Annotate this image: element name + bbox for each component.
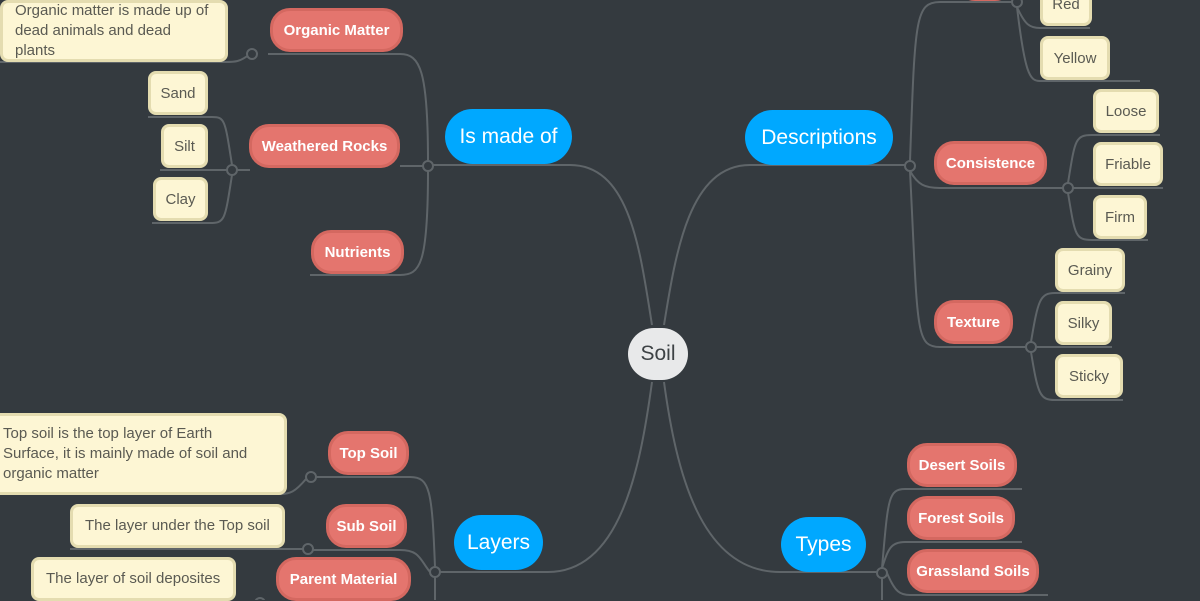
- topic-descriptions[interactable]: Descriptions: [745, 110, 893, 165]
- note-top-soil[interactable]: Top soil is the top layer of Earth Surfa…: [0, 413, 287, 495]
- leaf-firm[interactable]: Firm: [1093, 195, 1147, 239]
- subtopic-label: Weathered Rocks: [261, 137, 388, 155]
- subtopic-label: Texture: [946, 313, 1001, 331]
- leaf-label: Loose: [1105, 102, 1147, 120]
- topic-layers[interactable]: Layers: [454, 515, 543, 570]
- subtopic-label: Top Soil: [339, 444, 398, 462]
- leaf-sand[interactable]: Sand: [148, 71, 208, 115]
- leaf-silky[interactable]: Silky: [1055, 301, 1112, 345]
- leaf-label: Yellow: [1053, 49, 1097, 67]
- subtopic-label: Desert Soils: [918, 456, 1006, 474]
- leaf-grainy[interactable]: Grainy: [1055, 248, 1125, 292]
- note-text: Top soil is the top layer of Earth Surfa…: [3, 425, 248, 482]
- leaf-red[interactable]: Red: [1040, 0, 1092, 26]
- subtopic-texture[interactable]: Texture: [934, 300, 1013, 344]
- subtopic-color[interactable]: [955, 0, 1015, 1]
- note-text: The layer of soil deposites: [46, 570, 221, 587]
- leaf-sticky[interactable]: Sticky: [1055, 354, 1123, 398]
- leaf-label: Silt: [174, 137, 195, 155]
- leaf-label: Sticky: [1068, 367, 1109, 385]
- subtopic-label: Parent Material: [289, 570, 398, 588]
- subtopic-nutrients[interactable]: Nutrients: [311, 230, 404, 274]
- topic-label: Layers: [466, 530, 531, 554]
- note-text: The layer under the Top soil: [85, 517, 270, 534]
- leaf-label: Red: [1052, 0, 1080, 13]
- subtopic-desert-soils[interactable]: Desert Soils: [907, 443, 1017, 487]
- subtopic-label: Nutrients: [324, 243, 391, 261]
- subtopic-forest-soils[interactable]: Forest Soils: [907, 496, 1015, 540]
- topic-is-made-of[interactable]: Is made of: [445, 109, 572, 164]
- leaf-friable[interactable]: Friable: [1093, 142, 1163, 186]
- note-sub-soil[interactable]: The layer under the Top soil: [70, 504, 285, 548]
- note-organic-matter[interactable]: Organic matter is made up of dead animal…: [0, 0, 228, 62]
- subtopic-consistence[interactable]: Consistence: [934, 141, 1047, 185]
- leaf-clay[interactable]: Clay: [153, 177, 208, 221]
- subtopic-parent-material[interactable]: Parent Material: [276, 557, 411, 601]
- leaf-label: Sand: [160, 84, 196, 102]
- subtopic-label: Grassland Soils: [916, 562, 1030, 580]
- subtopic-label: Organic Matter: [283, 21, 390, 39]
- subtopic-grassland-soils[interactable]: Grassland Soils: [907, 549, 1039, 593]
- leaf-label: Clay: [165, 190, 196, 208]
- topic-label: Types: [795, 532, 852, 556]
- subtopic-label: Forest Soils: [918, 509, 1004, 527]
- topic-label: Descriptions: [761, 125, 877, 149]
- note-parent-material[interactable]: The layer of soil deposites: [31, 557, 236, 601]
- topic-types[interactable]: Types: [781, 517, 866, 572]
- subtopic-label: Consistence: [945, 154, 1036, 172]
- root-label: Soil: [640, 342, 676, 365]
- leaf-label: Grainy: [1067, 261, 1113, 279]
- subtopic-weathered-rocks[interactable]: Weathered Rocks: [249, 124, 400, 168]
- note-text: Organic matter is made up of dead animal…: [15, 2, 209, 59]
- subtopic-top-soil[interactable]: Top Soil: [328, 431, 409, 475]
- topic-label: Is made of: [459, 124, 558, 148]
- root-node-soil[interactable]: Soil: [628, 328, 688, 380]
- leaf-silt[interactable]: Silt: [161, 124, 208, 168]
- subtopic-sub-soil[interactable]: Sub Soil: [326, 504, 407, 548]
- leaf-label: Friable: [1105, 155, 1151, 173]
- leaf-label: Firm: [1105, 208, 1135, 226]
- subtopic-organic-matter[interactable]: Organic Matter: [270, 8, 403, 52]
- leaf-loose[interactable]: Loose: [1093, 89, 1159, 133]
- leaf-yellow[interactable]: Yellow: [1040, 36, 1110, 80]
- subtopic-label: Sub Soil: [336, 517, 397, 535]
- leaf-label: Silky: [1067, 314, 1100, 332]
